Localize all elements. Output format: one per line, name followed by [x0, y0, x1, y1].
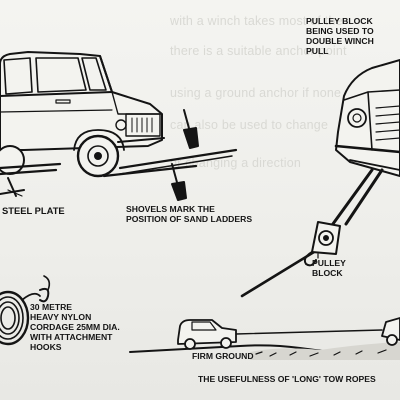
- pulley-block-caption: PULLEY BLOCK BEING USED TO DOUBLE WINCH …: [306, 16, 374, 56]
- usefulness-caption: THE USEFULNESS OF 'LONG' TOW ROPES: [198, 374, 376, 384]
- ground-line: [129, 342, 400, 360]
- caption-line: BEING USED TO: [306, 26, 374, 36]
- pulley-block-bottom-caption: PULLEY BLOCK: [312, 258, 346, 278]
- caption-line: 30 METRE: [30, 302, 73, 312]
- caption-line: WITH ATTACHMENT: [30, 332, 113, 342]
- caption-line: PULLEY: [312, 258, 346, 268]
- rope-caption: 30 METRE HEAVY NYLON CORDAGE 25MM DIA. W…: [30, 302, 120, 352]
- winch-rope: [240, 168, 384, 298]
- small-vehicle-stuck-illustration: [381, 317, 400, 346]
- caption-line: SHOVELS MARK THE: [126, 204, 215, 214]
- caption-line: HEAVY NYLON: [30, 312, 92, 322]
- caption-line: PULL: [306, 46, 329, 56]
- coiled-rope-icon: [0, 275, 51, 346]
- caption-line: PULLEY BLOCK: [306, 16, 373, 26]
- caption-line: DOUBLE WINCH: [306, 36, 374, 46]
- caption-line: HOOKS: [30, 342, 62, 352]
- leader-line: [7, 189, 319, 259]
- tow-rope: [235, 329, 383, 335]
- caption-line: CORDAGE 25MM DIA.: [30, 322, 120, 332]
- land-rover-illustration: [0, 51, 165, 178]
- small-vehicle-illustration: [177, 319, 237, 350]
- land-rover-front-illustration: [334, 59, 400, 177]
- steel-plate-caption: STEEL PLATE: [2, 205, 65, 216]
- caption-line: BLOCK: [312, 268, 343, 278]
- shovels-caption: SHOVELS MARK THE POSITION OF SAND LADDER…: [126, 204, 252, 224]
- caption-line: POSITION OF SAND LADDERS: [126, 214, 253, 224]
- shovel-icon: [171, 109, 199, 201]
- pulley-block-icon: [303, 221, 341, 267]
- sand-ladder-icon: [0, 148, 238, 197]
- firm-ground-caption: FIRM GROUND: [192, 351, 254, 361]
